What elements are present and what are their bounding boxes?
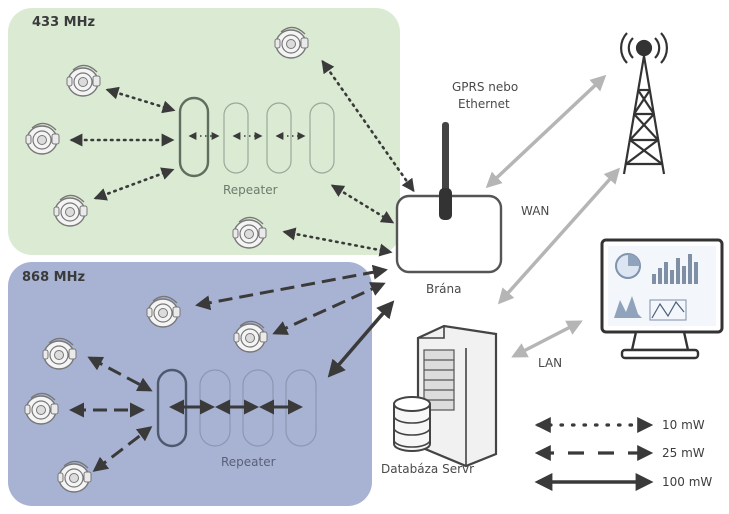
gprs-label-line2: Ethernet bbox=[458, 97, 510, 111]
database-icon bbox=[393, 396, 431, 452]
link-wan bbox=[497, 167, 621, 305]
server-icon bbox=[416, 324, 498, 468]
tower-icon bbox=[620, 32, 668, 175]
links-10mw bbox=[69, 59, 415, 257]
link-100mw bbox=[327, 300, 395, 378]
repeater-433-label: Repeater bbox=[223, 183, 278, 197]
legend bbox=[534, 417, 654, 491]
links-25mw bbox=[69, 264, 388, 472]
region-868-label: 868 MHz bbox=[22, 270, 86, 285]
region-433-label: 433 MHz bbox=[32, 15, 96, 30]
lan-label: LAN bbox=[538, 356, 563, 370]
gprs-label-line1: GPRS nebo bbox=[452, 80, 519, 94]
antenna-icon bbox=[439, 122, 452, 220]
legend-label-100mw: 100 mW bbox=[662, 475, 713, 489]
repeater-868-label: Repeater bbox=[221, 455, 276, 469]
monitor-icon bbox=[590, 234, 724, 360]
legend-label-10mw: 10 mW bbox=[662, 418, 705, 432]
database-label: Databáza Servr bbox=[381, 462, 475, 476]
link-lan bbox=[511, 320, 583, 358]
legend-label-25mw: 25 mW bbox=[662, 446, 705, 460]
gateway-label: Brána bbox=[426, 282, 462, 296]
repeater-868-group bbox=[156, 368, 317, 448]
wan-label: WAN bbox=[521, 204, 550, 218]
